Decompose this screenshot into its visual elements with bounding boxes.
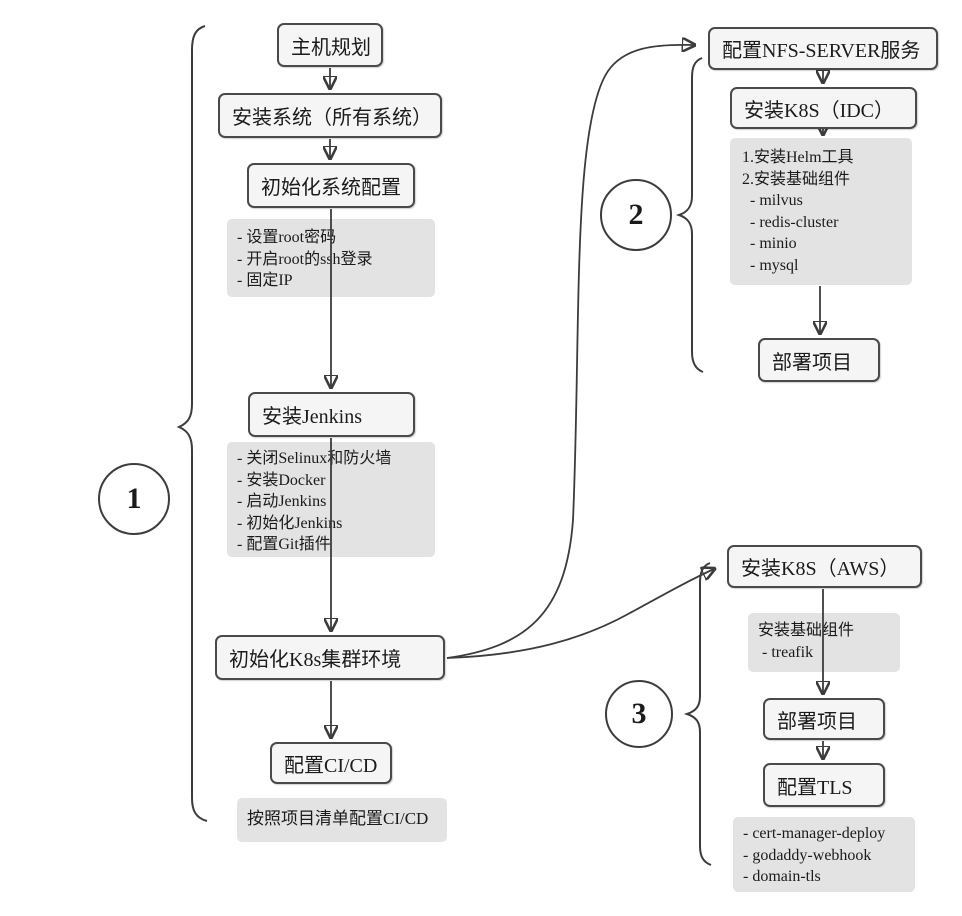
group-brace-3 (683, 562, 712, 866)
flow-node-config-cicd: 配置CI/CD (270, 742, 392, 784)
flow-node-init-system: 初始化系统配置 (247, 163, 415, 208)
group-brace-1 (176, 25, 208, 822)
flow-node-deploy-project-aws: 部署项目 (763, 698, 885, 740)
flow-node-install-k8s-idc: 安装K8S（IDC） (730, 87, 917, 129)
flow-node-install-os: 安装系统（所有系统） (218, 93, 442, 138)
note-cicd: 按照项目清单配置CI/CD (237, 798, 447, 842)
flow-node-deploy-project-idc: 部署项目 (758, 338, 880, 382)
flow-node-config-tls: 配置TLS (763, 763, 885, 807)
flow-node-config-nfs: 配置NFS-SERVER服务 (708, 27, 938, 70)
note-k8s-idc: 1.安装Helm工具 2.安装基础组件 - milvus - redis-clu… (730, 138, 912, 285)
arrow-k8senv-to-nfs (446, 45, 694, 659)
note-jenkins: - 关闭Selinux和防火墙 - 安装Docker - 启动Jenkins -… (227, 442, 435, 557)
note-tls: - cert-manager-deploy - godaddy-webhook … (733, 817, 915, 892)
group-brace-2 (675, 57, 704, 373)
arrow-k8senv-to-k8saws (446, 569, 714, 659)
note-init-system: - 设置root密码 - 开启root的ssh登录 - 固定IP (227, 219, 435, 297)
note-k8s-aws: 安装基础组件 - treafik (748, 613, 900, 672)
group-badge-1: 1 (98, 463, 170, 535)
flow-node-install-k8s-aws: 安装K8S（AWS） (727, 545, 922, 588)
flow-node-install-jenkins: 安装Jenkins (248, 392, 415, 437)
group-badge-3: 3 (605, 680, 673, 748)
flow-node-init-k8s-env: 初始化K8s集群环境 (215, 635, 445, 680)
flow-node-host-plan: 主机规划 (277, 23, 383, 67)
group-badge-2: 2 (600, 179, 672, 251)
